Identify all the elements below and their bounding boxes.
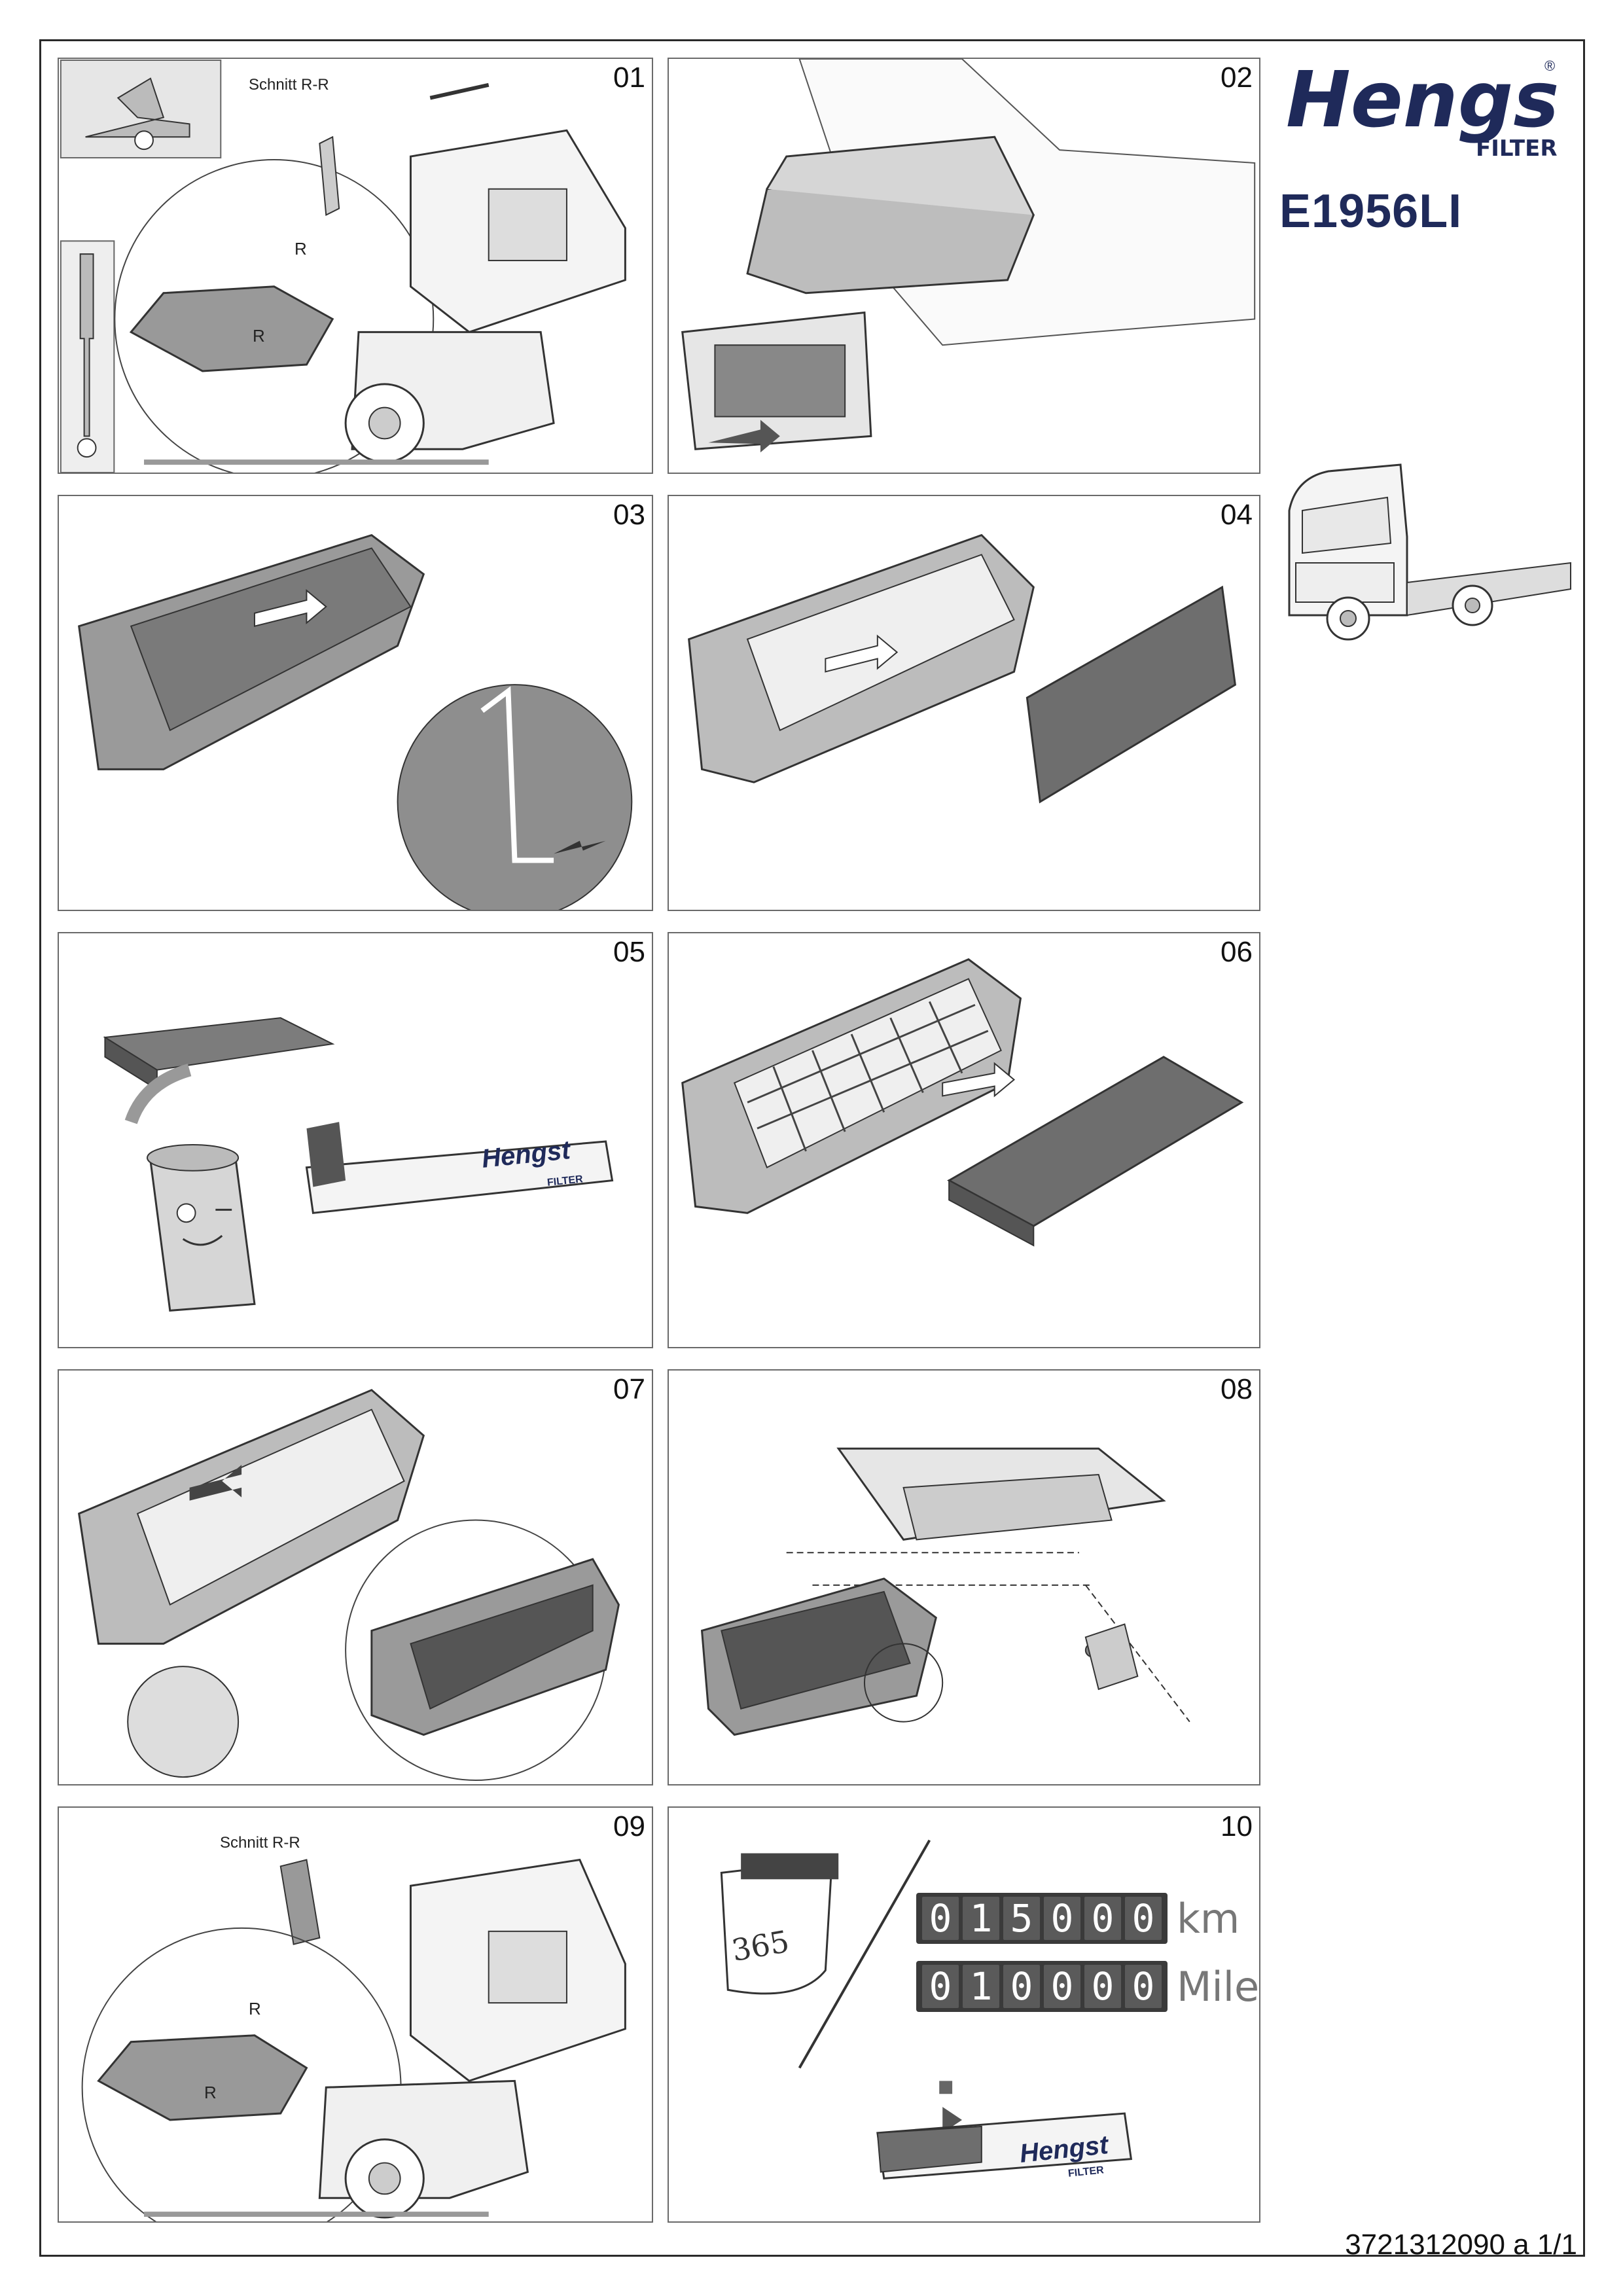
svg-text:FILTER: FILTER <box>1476 135 1558 162</box>
document-number: 3721312090 a 1/1 <box>1345 2229 1577 2261</box>
odometer-digit: 0 <box>1044 1965 1080 2008</box>
odometer-digit: 0 <box>922 1965 959 2008</box>
step-number: 09 <box>613 1810 645 1842</box>
odometer-digit: 1 <box>963 1965 999 2008</box>
step-panel-02: 02 <box>668 58 1260 474</box>
step-panel-05: Hengst FILTER 05 <box>58 932 653 1348</box>
step-number: 05 <box>613 936 645 968</box>
odometer-digit: 0 <box>922 1897 959 1940</box>
odometer-digit: 0 <box>1084 1965 1121 2008</box>
section-label: Schnitt R-R <box>249 76 329 94</box>
step-number: 02 <box>1221 62 1253 94</box>
km-unit: km <box>1177 1894 1240 1943</box>
miles-unit: Miles <box>1177 1962 1260 2011</box>
section-marker: R <box>204 2083 217 2102</box>
odometer-digit: 0 <box>1044 1897 1080 1940</box>
step-number: 08 <box>1221 1373 1253 1405</box>
odometer-digit: 0 <box>1003 1965 1040 2008</box>
odometer-digit: 5 <box>1003 1897 1040 1940</box>
step-number: 04 <box>1221 499 1253 531</box>
step-panel-03: 03 <box>58 495 653 911</box>
step-number: 01 <box>613 62 645 94</box>
hengst-logo: Hengst ® FILTER <box>1286 51 1599 162</box>
step-panel-08: 08 <box>668 1369 1260 1785</box>
section-label: Schnitt R-R <box>220 1834 300 1852</box>
step-number: 10 <box>1221 1810 1253 1842</box>
odometer-digit: 0 <box>1125 1897 1162 1940</box>
step-number: 07 <box>613 1373 645 1405</box>
step-panel-04: 04 <box>668 495 1260 911</box>
step-number: 06 <box>1221 936 1253 968</box>
step-number: 03 <box>613 499 645 531</box>
section-marker: R <box>249 1999 261 2018</box>
step-panel-01: Schnitt R-R R R 01 <box>58 58 653 474</box>
page-frame <box>39 39 1585 2257</box>
odometer-digit: 1 <box>963 1897 999 1940</box>
odometer-digit: 0 <box>1125 1965 1162 2008</box>
step-panel-07: 07 <box>58 1369 653 1785</box>
hengst-logo-text: Hengst <box>1286 54 1561 145</box>
svg-text:®: ® <box>1544 58 1555 74</box>
odometer-digit: 0 <box>1084 1897 1121 1940</box>
model-number: E1956LI <box>1279 185 1463 238</box>
section-marker: R <box>253 326 265 346</box>
step-panel-06: 06 <box>668 932 1260 1348</box>
truck-illustration <box>1276 458 1577 655</box>
section-marker: R <box>294 239 307 259</box>
step-panel-09: Schnitt R-R R R 09 <box>58 1806 653 2223</box>
